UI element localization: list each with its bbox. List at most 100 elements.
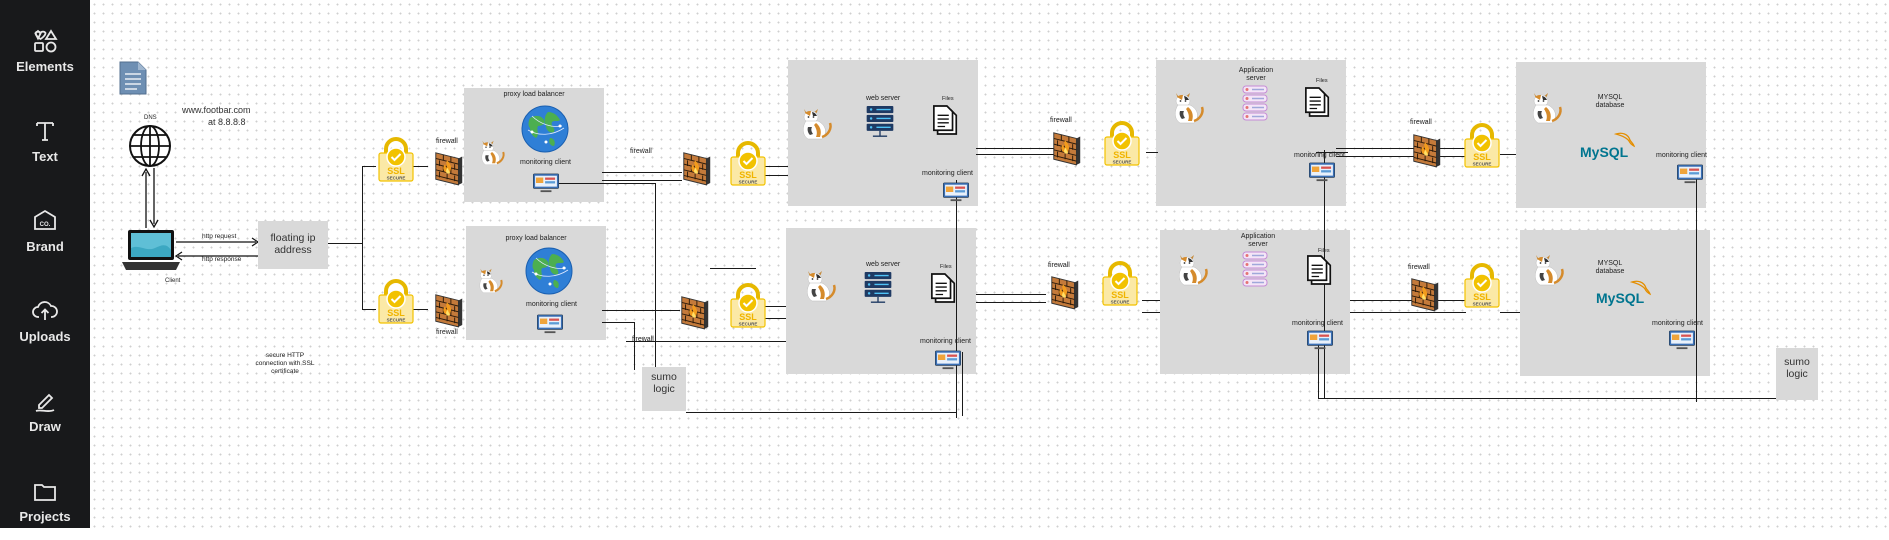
document-icon [118, 60, 148, 96]
ssl-secure-icon [728, 282, 768, 330]
dns-globe-icon [129, 125, 171, 167]
cat-mascot-icon [1526, 84, 1566, 130]
mysql-database-label: MYSQL database [1595, 260, 1625, 275]
projects-icon [34, 483, 56, 501]
web-server-label: web server [866, 261, 901, 268]
sidebar-item-elements[interactable]: Elements [0, 10, 90, 90]
http-arrows [174, 237, 260, 261]
mysql-dolphin-icon [1614, 132, 1636, 148]
secure-http-note: secure HTTP connection with SSL certific… [255, 352, 315, 375]
firewall-icon [680, 146, 714, 186]
files-label: Files [942, 96, 954, 102]
app-server-box-top [1156, 60, 1346, 206]
monitoring-client-icon [532, 173, 560, 193]
app-server-icon [1240, 84, 1270, 124]
stray-line [710, 268, 754, 270]
uploads-icon [32, 300, 58, 320]
svg-text:CO.: CO. [40, 222, 51, 228]
laptop-client-icon [122, 230, 180, 270]
globe-icon [520, 104, 570, 154]
monitoring-client-icon [536, 314, 564, 334]
floating-ip-label: floating ip address [270, 232, 316, 256]
web-server-icon [864, 104, 896, 140]
monitoring-client-label: monitoring client [526, 301, 577, 308]
sidebar-item-label: Text [32, 148, 58, 164]
proxy-lb-label: proxy load balancer [505, 235, 567, 242]
design-canvas[interactable]: SSL SECURE [90, 0, 1889, 528]
ssl-secure-icon [1462, 262, 1502, 310]
sidebar: Elements Text CO. Brand Uploads Draw Pro… [0, 0, 90, 528]
sidebar-item-brand[interactable]: CO. Brand [0, 190, 90, 270]
app-server-label: Application server [1238, 67, 1274, 82]
cat-mascot-icon [1172, 246, 1212, 292]
ssl-secure-icon [376, 278, 416, 326]
sidebar-item-draw[interactable]: Draw [0, 370, 90, 450]
cat-mascot-icon [1528, 246, 1568, 292]
monitoring-client-label: monitoring client [920, 338, 971, 345]
firewall-label: firewall [436, 329, 458, 336]
firewall-label: firewall [632, 336, 654, 343]
mysql-logo: MySQL [1580, 144, 1629, 160]
domain-text-line1: www.footbar.com [182, 105, 251, 115]
files-label: Files [1316, 78, 1328, 84]
firewall-icon [1408, 272, 1442, 312]
files-label: Files [1318, 248, 1330, 254]
monitoring-client-label: monitoring client [922, 170, 973, 177]
monitoring-client-label: monitoring client [520, 159, 571, 166]
cat-mascot-icon [476, 134, 508, 170]
mysql-box-top [1516, 62, 1706, 208]
mysql-logo: MySQL [1596, 290, 1645, 306]
draw-icon [35, 393, 55, 412]
monitoring-client-label: monitoring client [1652, 320, 1703, 327]
cat-mascot-icon [796, 100, 836, 146]
sidebar-item-text[interactable]: Text [0, 100, 90, 180]
dns-label: DNS [144, 115, 157, 121]
cat-mascot-icon [474, 262, 506, 298]
firewall-label: firewall [1408, 264, 1430, 271]
firewall-icon [1410, 128, 1444, 168]
monitoring-client-icon [1676, 164, 1704, 184]
monitoring-client-icon [1668, 330, 1696, 350]
firewall-icon [432, 146, 466, 186]
firewall-label: firewall [1048, 262, 1070, 269]
monitoring-client-icon [1308, 162, 1336, 182]
web-server-icon [862, 270, 894, 306]
app-server-icon [1240, 250, 1270, 290]
text-icon [36, 121, 54, 141]
sidebar-item-label: Elements [16, 58, 74, 74]
monitoring-client-icon [934, 350, 962, 370]
brand-icon: CO. [34, 209, 56, 230]
files-icon [1306, 254, 1334, 286]
mysql-box-bottom [1520, 230, 1710, 376]
http-response-label: http response [202, 256, 242, 263]
sidebar-item-label: Projects [19, 508, 71, 524]
sidebar-item-uploads[interactable]: Uploads [0, 280, 90, 360]
firewall-icon [678, 290, 712, 330]
sidebar-item-projects[interactable]: Projects [0, 460, 90, 540]
firewall-label: firewall [1050, 117, 1072, 124]
files-icon [930, 272, 958, 304]
cat-mascot-icon [1168, 84, 1208, 130]
monitoring-client-icon [1306, 330, 1334, 350]
sumo-logic-label-right: sumo logic [1784, 356, 1810, 380]
files-icon [932, 104, 960, 136]
firewall-label: firewall [1410, 119, 1432, 126]
sumo-logic-box-right [1776, 348, 1818, 400]
mysql-dolphin-icon [1630, 280, 1652, 296]
cat-mascot-icon [800, 262, 840, 308]
ssl-secure-icon [728, 140, 768, 188]
dns-client-arrows [141, 167, 159, 229]
sidebar-item-label: Brand [26, 238, 64, 254]
ssl-secure-icon [1102, 120, 1142, 168]
firewall-icon [1048, 270, 1082, 310]
mysql-database-label: MYSQL database [1595, 94, 1625, 109]
web-server-label: web server [866, 95, 901, 102]
ssl-secure-icon [1462, 122, 1502, 170]
elements-icon [34, 28, 58, 52]
ssl-secure-icon [376, 136, 416, 184]
ssl-secure-icon [1100, 260, 1140, 308]
sidebar-item-label: Uploads [19, 328, 71, 344]
floating-ip-box [258, 221, 328, 269]
firewall-label: firewall [630, 148, 652, 155]
app-server-label: Application server [1240, 233, 1276, 248]
